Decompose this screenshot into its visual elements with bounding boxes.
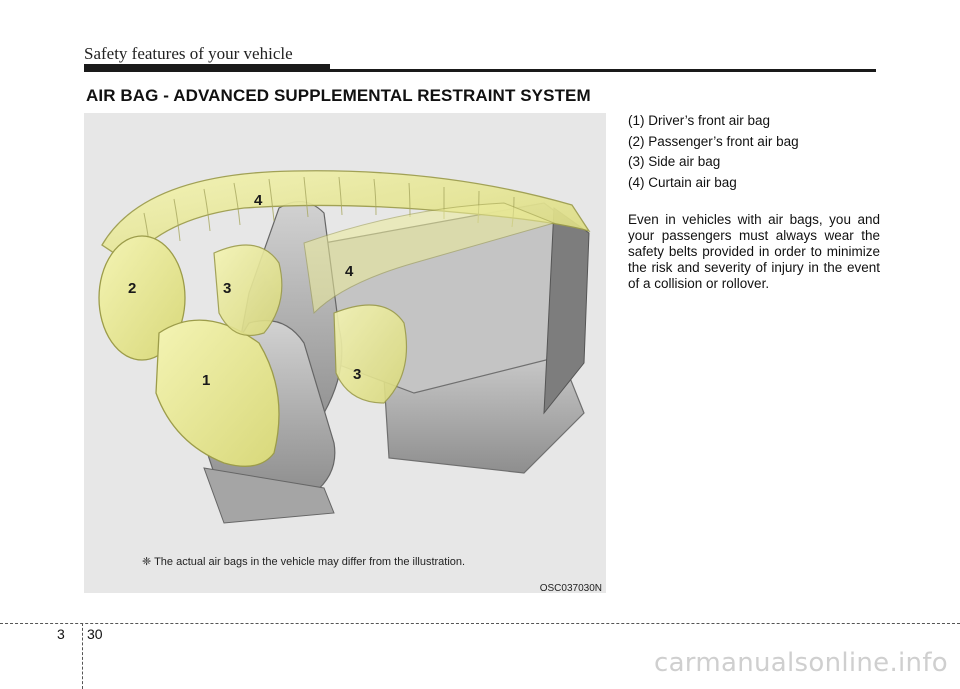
passenger-front-airbag — [98, 235, 186, 361]
callout-4b: 4 — [345, 263, 354, 280]
curtain-airbag — [101, 170, 591, 264]
callout-4a: 4 — [254, 192, 263, 209]
driver-front-airbag — [155, 319, 280, 467]
watermark: carmanualsonline.info — [653, 648, 948, 678]
callout-3a: 3 — [223, 280, 231, 297]
footer-divider — [82, 623, 83, 689]
chapter-number: 3 — [57, 626, 65, 642]
illustration-note: ❈ The actual air bags in the vehicle may… — [142, 556, 466, 568]
airbag-drawing: 4 4 2 3 3 1 — [98, 170, 591, 524]
safety-belt-paragraph: Even in vehicles with air bags, you and … — [628, 212, 880, 291]
legend-item-side: (3) Side air bag — [628, 154, 721, 169]
callout-2: 2 — [128, 280, 136, 297]
side-airbag-left — [213, 244, 283, 337]
callout-3b: 3 — [353, 366, 361, 383]
footer-rule — [0, 623, 960, 624]
airbag-legend: (1) Driver’s front air bag (2) Passenger… — [628, 111, 799, 193]
callout-1: 1 — [202, 372, 210, 389]
rear-curtain-overlay — [303, 202, 556, 315]
page-number: 30 — [87, 626, 103, 642]
legend-item-driver-front: (1) Driver’s front air bag — [628, 113, 771, 128]
legend-item-curtain: (4) Curtain air bag — [628, 174, 737, 190]
legend-item-passenger-front: (2) Passenger’s front air bag — [628, 133, 799, 149]
header-rule — [84, 69, 876, 72]
section-header: Safety features of your vehicle — [84, 44, 293, 63]
driver-seat-base — [203, 467, 335, 524]
header-rule-tab — [84, 64, 330, 70]
airbag-illustration: 4 4 2 3 3 1 ❈ The actual air bags in the… — [84, 113, 606, 594]
page-title: AIR BAG - ADVANCED SUPPLEMENTAL RESTRAIN… — [86, 86, 591, 105]
illustration-code: OSC037030N — [539, 583, 602, 594]
side-airbag-right — [333, 304, 408, 404]
